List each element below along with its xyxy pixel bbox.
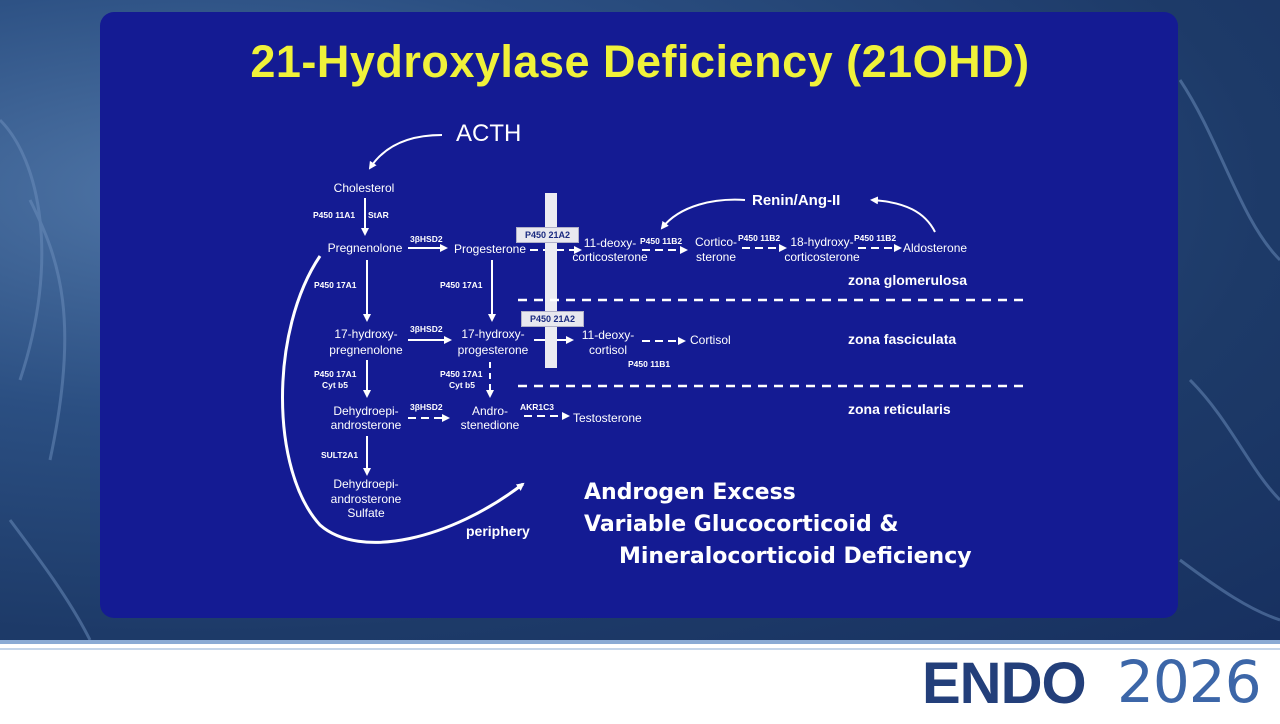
hydroxypregnenolone-label-1: 17-hydroxy- (334, 327, 398, 341)
dheas-label-1: Dehydroepi- (333, 477, 399, 491)
zone-fasciculata-label: zona fasciculata (848, 331, 957, 347)
enzyme-3bhsd2-top: 3βHSD2 (410, 234, 443, 244)
enzyme-p450-17a1-right: P450 17A1 (440, 280, 483, 290)
corticosterone-label-1: Cortico- (694, 235, 738, 249)
slide-title: 21-Hydroxylase Deficiency (21OHD) (250, 36, 1030, 87)
hydroxyprogesterone-label-1: 17-hydroxy- (461, 327, 525, 341)
zone-glomerulosa-label: zona glomerulosa (848, 272, 968, 288)
dhea-label-1: Dehydroepi- (333, 404, 399, 418)
deoxycorticosterone-label-1: 11-deoxy- (583, 236, 637, 250)
periphery-label: periphery (466, 523, 530, 539)
summary-line-2: Variable Glucocorticoid & (584, 512, 899, 537)
enzyme-cytb5-left: Cyt b5 (322, 380, 348, 390)
cortisol-label: Cortisol (690, 333, 731, 347)
enzyme-akr1c3: AKR1C3 (520, 402, 555, 412)
androstenedione-label-1: Andro- (471, 404, 509, 418)
p450-21a2-block-bar (545, 193, 557, 368)
hydroxypregnenolone-label-2: pregnenolone (329, 343, 403, 357)
renin-label: Renin/Ang-II (752, 192, 841, 209)
dhea-label-2: androsterone (330, 418, 402, 432)
aldosterone-label: Aldosterone (903, 241, 968, 255)
corticosterone-label-2: sterone (695, 250, 737, 264)
p450-21a2-box-middle: P450 21A2 (521, 311, 585, 327)
cholesterol-label: Cholesterol (333, 181, 395, 195)
enzyme-p450-11b1: P450 11B1 (628, 359, 671, 369)
background-vessels (0, 79, 1280, 640)
periphery-arrow (281, 255, 525, 544)
enzyme-p450-11a1: P450 11A1 (313, 210, 356, 220)
endo-logo-year: 2026 (1117, 648, 1262, 716)
androstenedione-label-2: stenedione (460, 418, 520, 432)
deoxycorticosterone-label-2: corticosterone (572, 250, 648, 264)
hydroxycorticosterone-label-2: corticosterone (784, 250, 860, 264)
pregnenolone-label: Pregnenolone (327, 241, 403, 255)
enzyme-p450-11b2-c: P450 11B2 (854, 233, 897, 243)
endo-logo-text: ENDO (922, 651, 1087, 716)
enzyme-p450-11b2-b: P450 11B2 (738, 233, 781, 243)
enzyme-p450-17a1-left: P450 17A1 (314, 280, 357, 290)
dheas-label-3: Sulfate (347, 506, 385, 520)
dheas-label-2: androsterone (330, 492, 402, 506)
acth-label: ACTH (456, 120, 522, 147)
hydroxycorticosterone-label-1: 18-hydroxy- (790, 235, 854, 249)
zone-reticularis-label: zona reticularis (848, 401, 951, 417)
enzyme-p450-11b2-a: P450 11B2 (640, 236, 683, 246)
renin-arrow-left (660, 198, 746, 230)
acth-arrow (368, 134, 443, 170)
slide-panel (100, 12, 1178, 618)
deoxycortisol-label-2: cortisol (588, 343, 628, 357)
summary-line-1: Androgen Excess (584, 480, 796, 505)
enzyme-sult2a1: SULT2A1 (321, 450, 359, 460)
enzyme-3bhsd2-middle: 3βHSD2 (410, 324, 443, 334)
summary-line-3: Mineralocorticoid Deficiency (619, 544, 972, 569)
hydroxyprogesterone-label-2: progesterone (457, 343, 529, 357)
enzyme-p450-17a1-lyase-right: P450 17A1 (440, 369, 483, 379)
renin-arrow-right (870, 196, 936, 233)
deoxycortisol-label-1: 11-deoxy- (581, 328, 635, 342)
footer-bar (0, 640, 1280, 724)
enzyme-cytb5-right: Cyt b5 (449, 380, 475, 390)
enzyme-p450-17a1-lyase-left: P450 17A1 (314, 369, 357, 379)
testosterone-label: Testosterone (573, 411, 642, 425)
enzyme-3bhsd2-bottom: 3βHSD2 (410, 402, 443, 412)
enzyme-star: StAR (368, 210, 389, 220)
p450-21a2-box-top: P450 21A2 (516, 227, 580, 243)
progesterone-label: Progesterone (453, 242, 527, 256)
